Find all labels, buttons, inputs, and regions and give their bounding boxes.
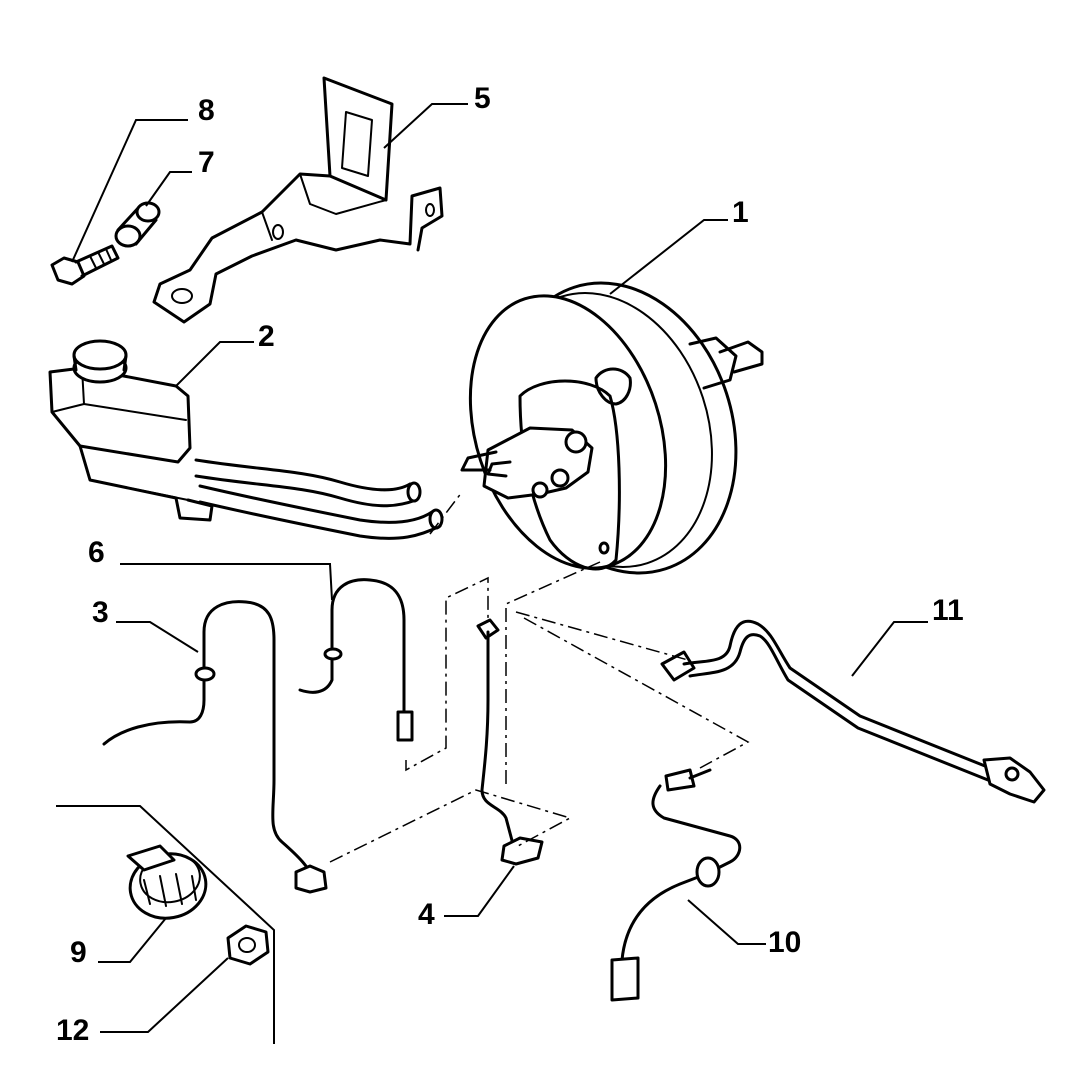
part-12-hex-nut [226, 924, 270, 966]
callout-8: 8 [198, 94, 215, 127]
reservoir-hoses [194, 458, 444, 540]
callout-12: 12 [56, 1014, 89, 1047]
callout-6: 6 [88, 536, 105, 569]
callout-11: 11 [932, 594, 964, 627]
assembly-lines [329, 491, 750, 863]
callout-1: 1 [732, 196, 749, 229]
callout-3: 3 [92, 596, 109, 629]
callout-10: 10 [768, 926, 801, 959]
part-1-brake-booster [468, 281, 764, 575]
master-cylinder-fitting [460, 426, 594, 500]
part-10-vacuum-hose [610, 768, 742, 1002]
callout-7: 7 [198, 146, 215, 179]
part-9-hose-clamp [126, 844, 208, 920]
leader-lines [71, 103, 928, 1033]
part-5-bracket [152, 76, 444, 324]
part-8-bolt [50, 244, 120, 286]
part-4-brake-pipe [476, 618, 544, 866]
part-11-vacuum-pipe [660, 619, 1046, 804]
part-6-brake-pipe [298, 578, 414, 742]
part-7-bushing [114, 201, 161, 248]
callout-2: 2 [258, 320, 275, 353]
part-3-brake-pipe [102, 600, 328, 894]
callout-labels: 1 2 3 4 5 6 7 8 9 10 11 12 [56, 82, 964, 1047]
section-divider [56, 805, 275, 1044]
callout-9: 9 [70, 936, 87, 969]
callout-5: 5 [474, 82, 491, 115]
part-2-fluid-reservoir [48, 339, 214, 522]
callout-4: 4 [418, 898, 435, 931]
